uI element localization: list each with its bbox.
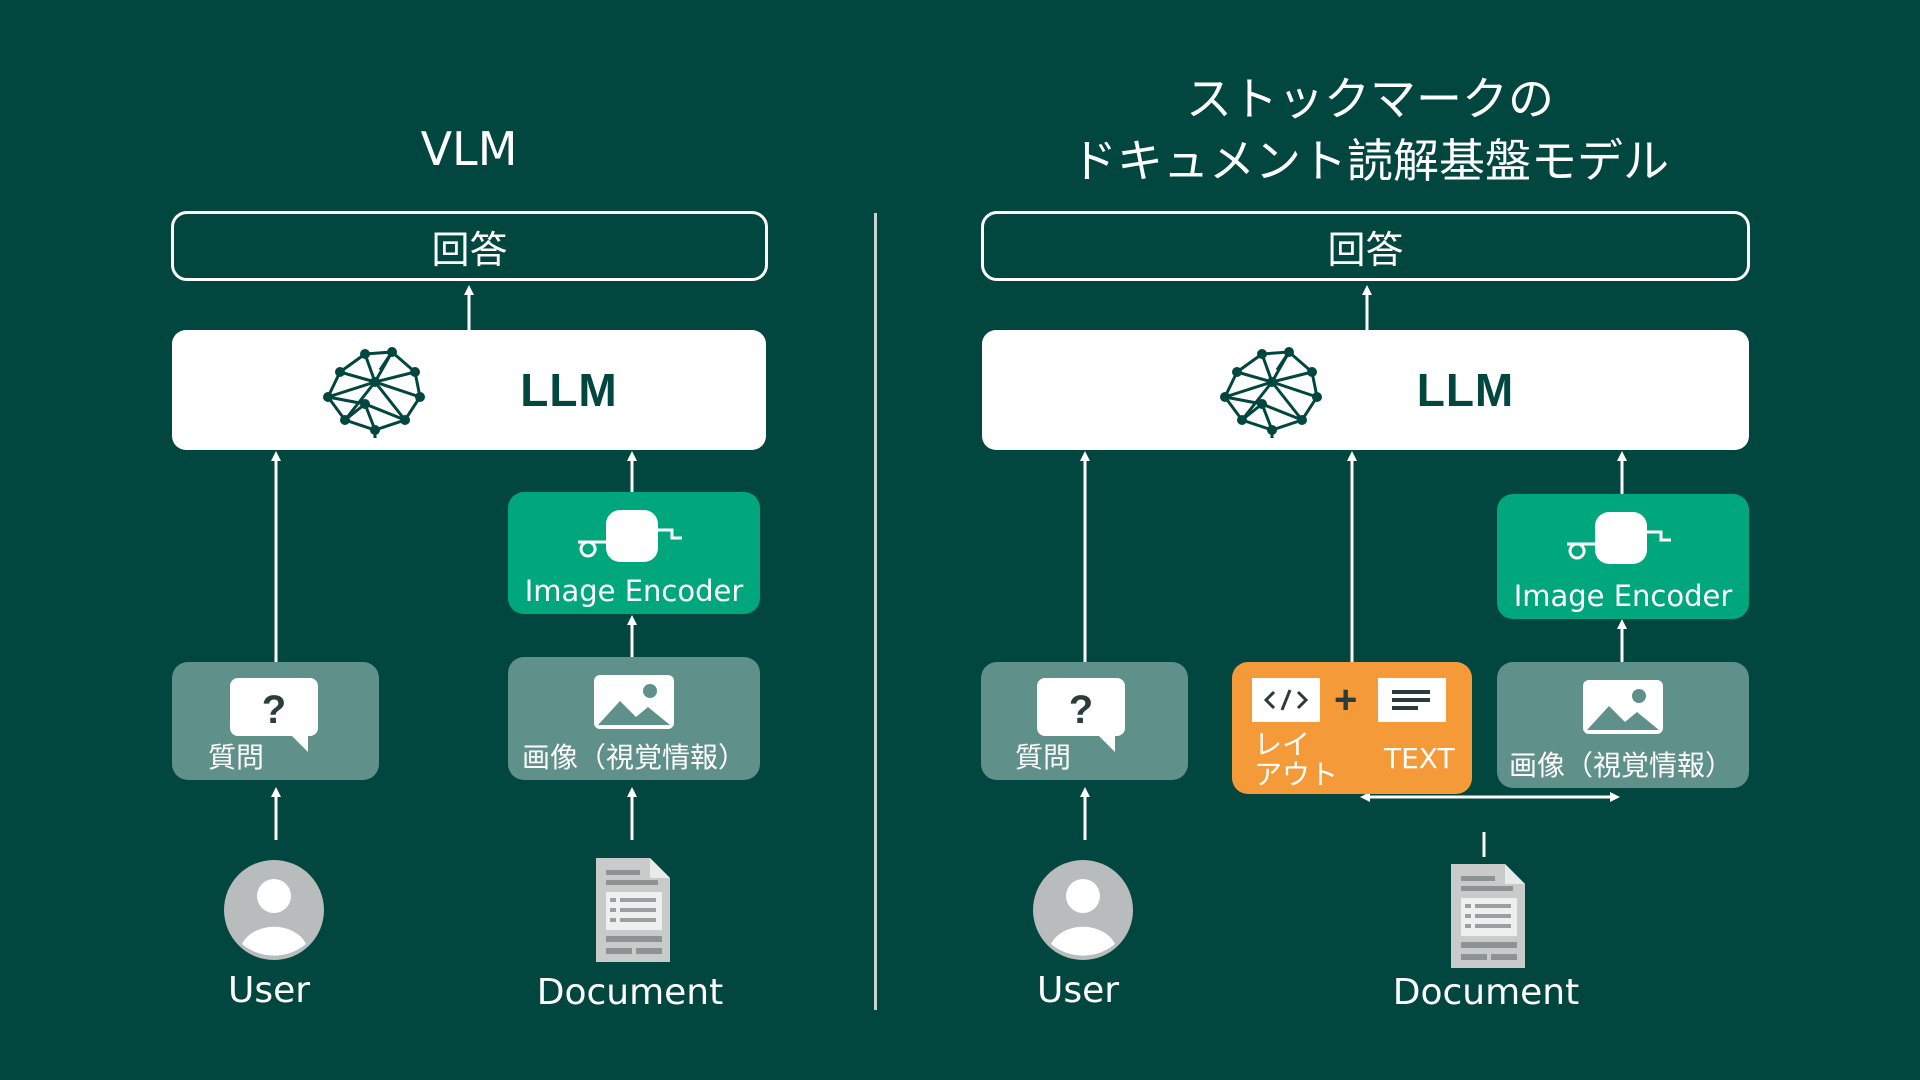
brain-network-icon [323, 347, 426, 438]
right-llm-box: LLM [982, 330, 1749, 450]
layout-label-line2: アウト [1254, 758, 1339, 791]
left-image-encoder: Image Encoder [508, 492, 760, 614]
right-image-box: 画像（視覚情報） [1497, 662, 1749, 788]
document-icon [1451, 864, 1525, 968]
right-answer-box: 回答 [981, 211, 1750, 281]
right-question-box: ? 質問 [981, 662, 1188, 780]
layout-text-box: + レイ アウト TEXT [1232, 662, 1472, 794]
right-title-line1: ストックマークの [1186, 72, 1554, 126]
right-title: ストックマークの ドキュメント読解基盤モデル [1000, 68, 1740, 192]
left-user-label: User [227, 970, 311, 1011]
left-image-box: 画像（視覚情報） [508, 657, 760, 780]
right-title-line2: ドキュメント読解基盤モデル [1071, 134, 1669, 188]
text-label: TEXT [1384, 742, 1455, 775]
answer-label: 回答 [431, 227, 508, 272]
question-label: 質問 [208, 741, 265, 774]
right-document-label: Document [1392, 972, 1580, 1013]
left-llm-box: LLM [172, 330, 766, 450]
svg-text:?: ? [262, 688, 286, 732]
code-icon [1252, 678, 1320, 722]
user-avatar-icon [224, 860, 324, 960]
answer-label: 回答 [1327, 227, 1404, 272]
left-question-box: ? 質問 [172, 662, 379, 780]
encoder-label: Image Encoder [1513, 579, 1733, 613]
left-title: VLM [420, 122, 518, 176]
encoder-icon [1567, 512, 1671, 564]
question-bubble-icon: ? [1037, 678, 1125, 752]
plus-sign: + [1334, 678, 1358, 722]
left-answer-box: 回答 [171, 211, 768, 281]
image-icon [1583, 680, 1663, 734]
image-icon [594, 675, 674, 729]
image-label: 画像（視覚情報） [522, 741, 747, 774]
document-icon [596, 858, 670, 962]
layout-label-line1: レイ [1254, 728, 1311, 761]
svg-text:?: ? [1069, 688, 1093, 732]
llm-label: LLM [520, 364, 618, 416]
user-avatar-icon [1033, 860, 1133, 960]
right-user-label: User [1036, 970, 1120, 1011]
text-lines-icon [1378, 678, 1446, 722]
brain-network-icon [1219, 347, 1322, 438]
encoder-icon [578, 510, 682, 562]
question-label: 質問 [1015, 741, 1072, 774]
panel-divider [874, 213, 877, 1010]
layout-label: レイ アウト [1254, 730, 1338, 790]
llm-label: LLM [1416, 364, 1515, 416]
question-bubble-icon: ? [230, 678, 318, 752]
right-image-encoder: Image Encoder [1497, 494, 1749, 619]
left-document-label: Document [536, 972, 724, 1013]
encoder-label: Image Encoder [524, 574, 744, 608]
image-label: 画像（視覚情報） [1509, 749, 1734, 782]
